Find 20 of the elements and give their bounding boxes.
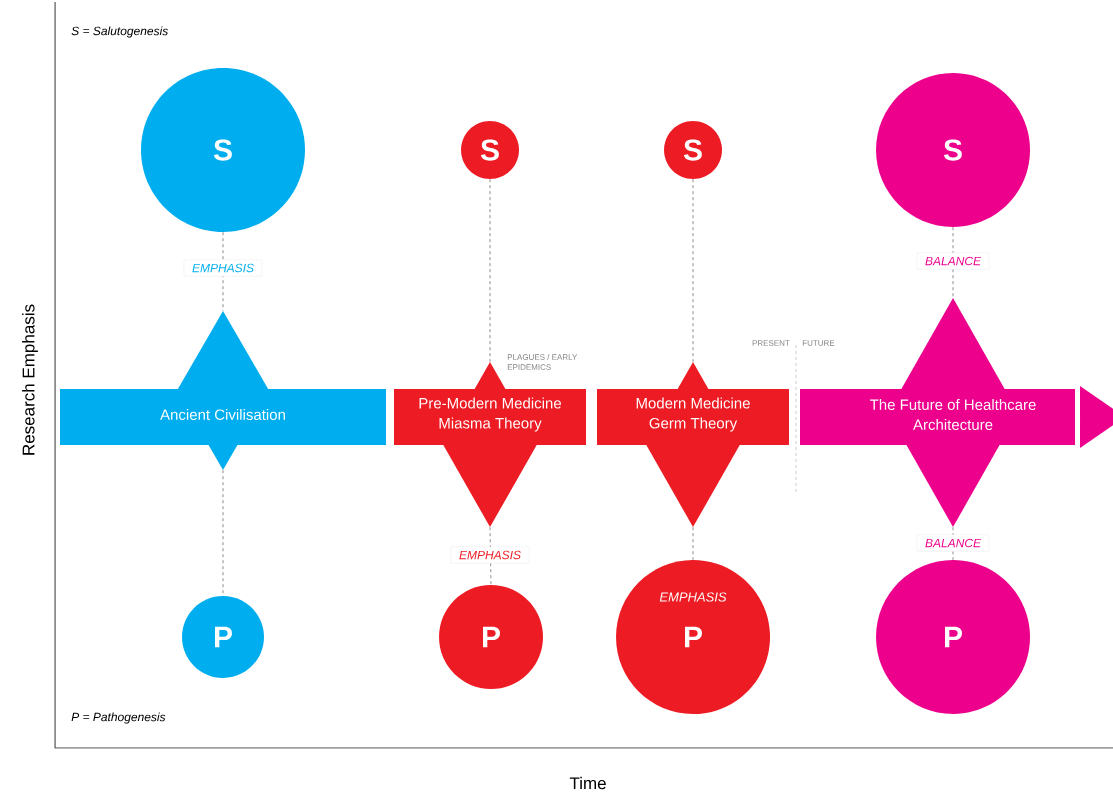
annotation: PRESENT	[752, 340, 790, 346]
connector-line	[952, 526, 954, 561]
edge-label: EMPHASIS	[183, 259, 263, 277]
edge-label: BALANCE	[916, 252, 990, 270]
edge-label: EMPHASIS	[450, 546, 530, 564]
edge-label: BALANCE	[916, 534, 990, 552]
legend-note: S = Salutogenesis	[71, 26, 168, 38]
connector-line	[952, 226, 954, 299]
connector-line	[222, 231, 224, 312]
legend-note: P = Pathogenesis	[71, 712, 166, 724]
connector-line	[489, 526, 492, 586]
axis-title: Time	[569, 776, 606, 790]
axis-title: Research Emphasis	[22, 304, 38, 455]
connector-line	[489, 178, 491, 363]
connector-line	[692, 526, 694, 561]
annotation: FUTURE	[802, 340, 835, 346]
circle-heading: EMPHASIS	[659, 592, 727, 602]
connector-line	[692, 178, 694, 363]
timeline-band: Modern Medicine Germ Theory	[597, 362, 789, 527]
timeline-band: Ancient Civilisation	[60, 311, 386, 470]
